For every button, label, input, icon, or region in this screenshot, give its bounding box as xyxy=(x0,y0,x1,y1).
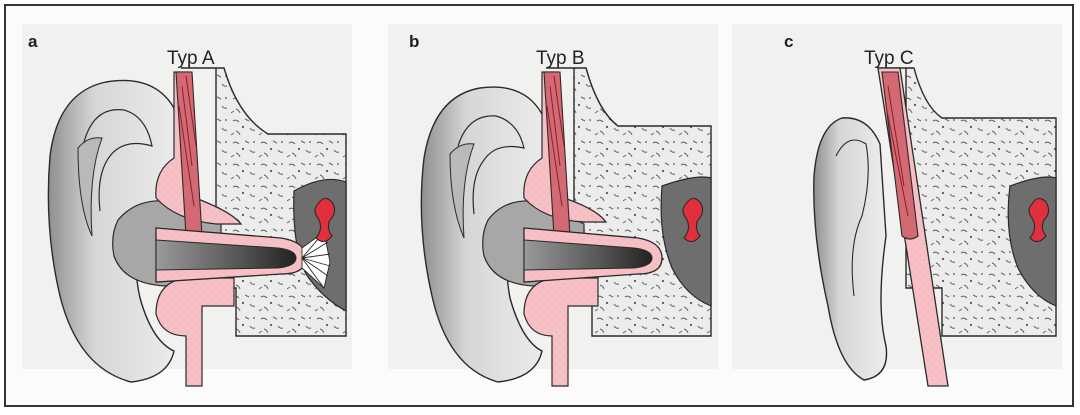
panel-b-drawing xyxy=(421,68,711,386)
panel-a-drawing xyxy=(48,68,346,386)
figure-frame: a Typ A b Typ B c Typ C xyxy=(4,4,1074,407)
panel-c-drawing xyxy=(814,68,1056,386)
ear-diagrams xyxy=(6,6,1072,405)
